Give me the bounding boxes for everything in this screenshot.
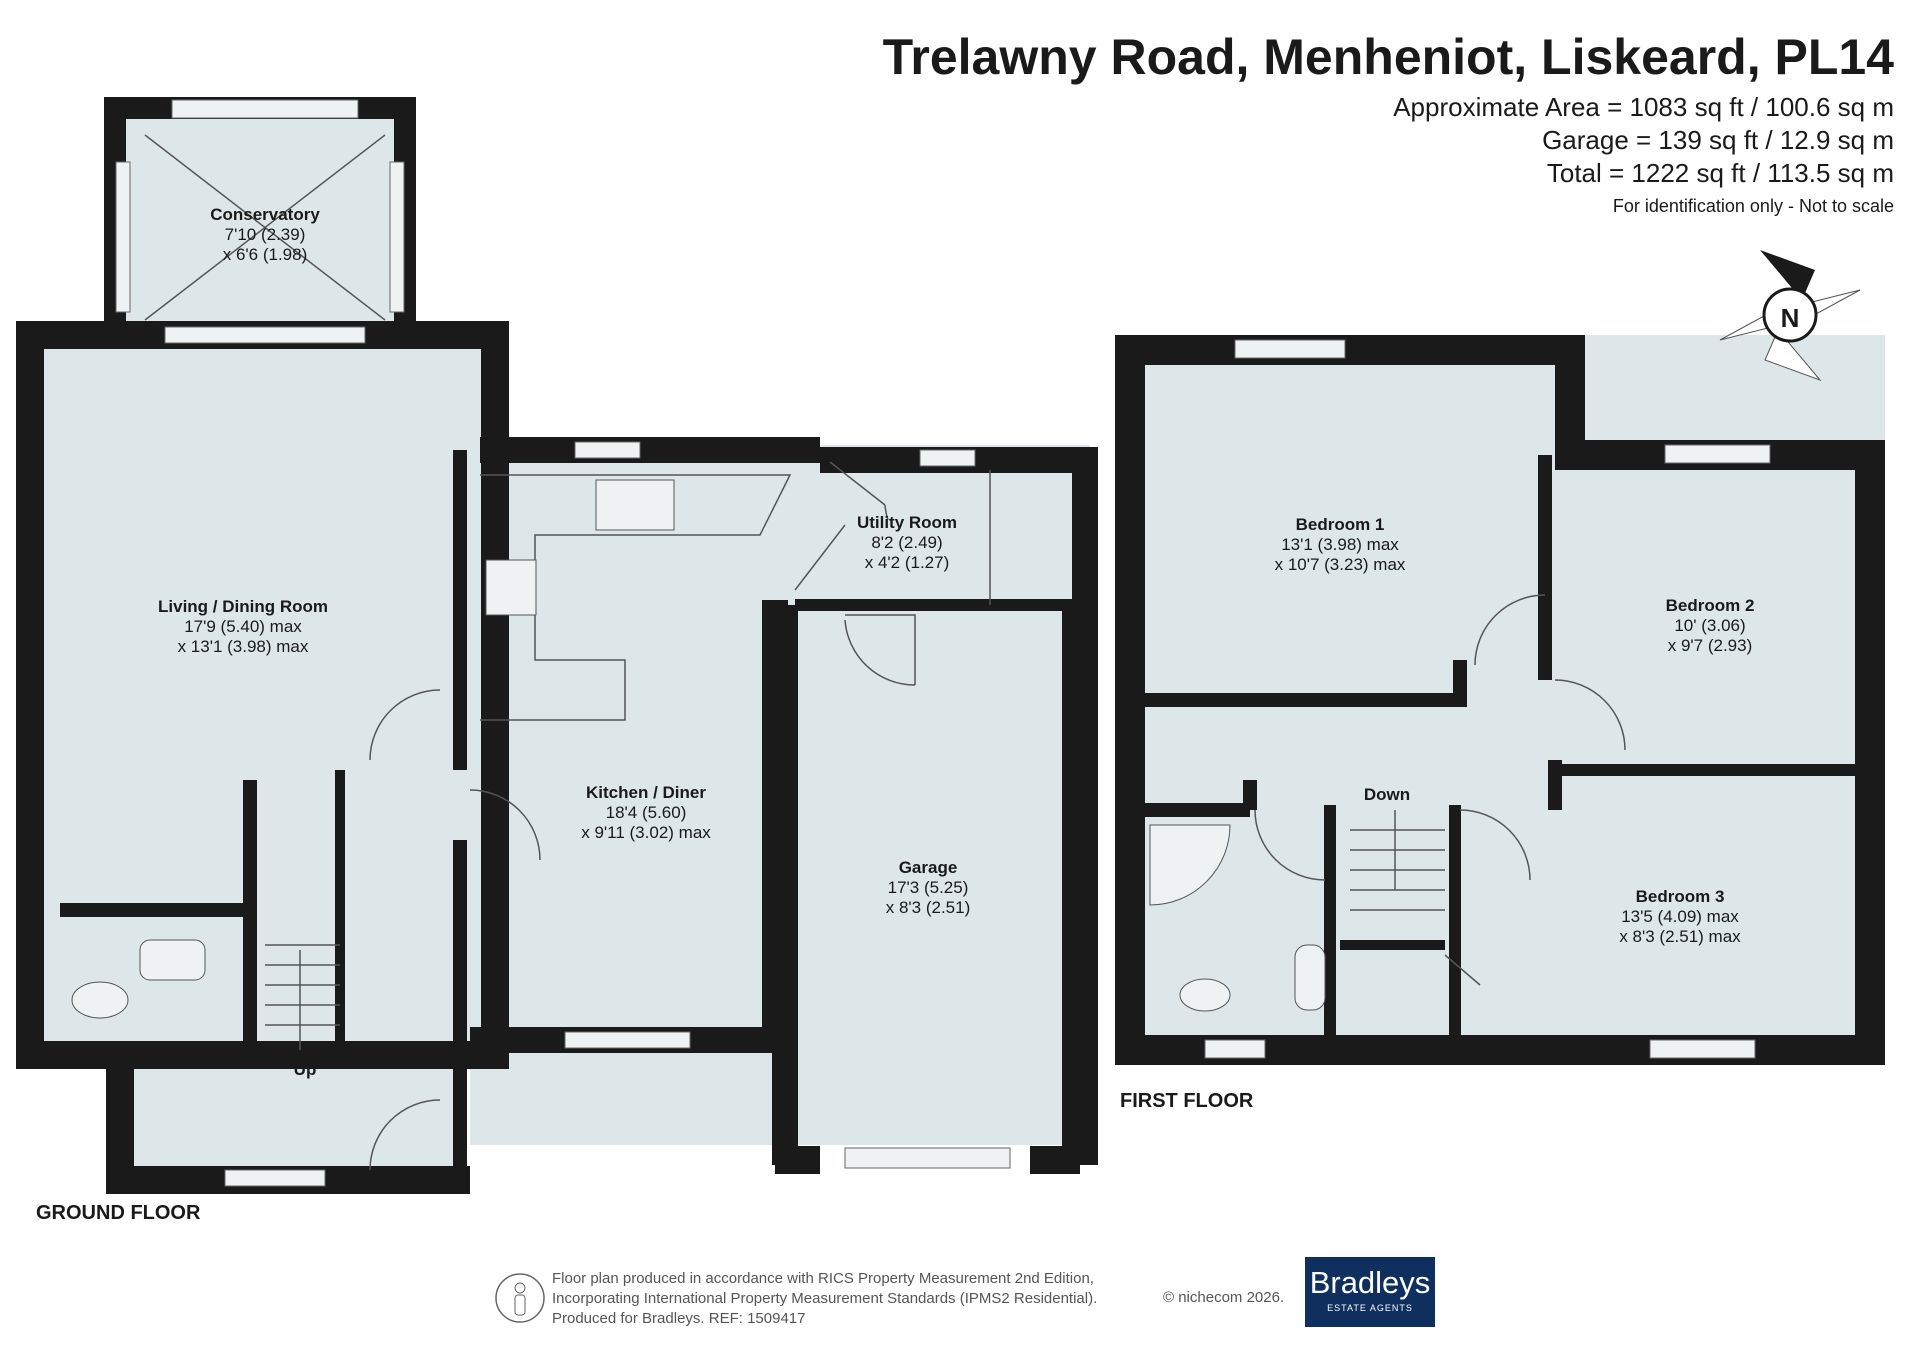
total-area: Total = 1222 sq ft / 113.5 sq m [1546, 158, 1894, 188]
compass-letter: N [1780, 303, 1800, 333]
room-dim: 7'10 (2.39) [224, 225, 306, 244]
footer-text: Floor plan produced in accordance with R… [552, 1269, 1097, 1329]
room-dim: x 13'1 (3.98) max [177, 637, 309, 656]
footer-line: Incorporating International Property Mea… [552, 1290, 1098, 1307]
room-name: Conservatory [210, 205, 320, 224]
room-dim: x 10'7 (3.23) max [1274, 555, 1406, 574]
footer-line: Produced for Bradleys. REF: 1509417 [552, 1310, 806, 1327]
compass-icon [1719, 250, 1861, 382]
logo-sub: ESTATE AGENTS [1327, 1303, 1413, 1313]
room-garage: Garage 17'3 (5.25) x 8'3 (2.51) [886, 858, 971, 918]
room-dim: 8'2 (2.49) [871, 533, 943, 552]
room-living-dining: Living / Dining Room 17'9 (5.40) max x 1… [158, 597, 328, 657]
room-dim: x 9'11 (3.02) max [581, 823, 711, 842]
garage-area: Garage = 139 sq ft / 12.9 sq m [1542, 125, 1894, 155]
room-dim: x 8'3 (2.51) [885, 898, 971, 917]
room-bedroom-3: Bedroom 3 13'5 (4.09) max x 8'3 (2.51) m… [1619, 887, 1740, 947]
room-bedroom-1: Bedroom 1 13'1 (3.98) max x 10'7 (3.23) … [1275, 515, 1406, 575]
room-dim: x 4'2 (1.27) [864, 553, 950, 572]
room-name: Garage [898, 858, 958, 877]
ground-floor-label: GROUND FLOOR [36, 1202, 201, 1224]
room-utility: Utility Room 8'2 (2.49) x 4'2 (1.27) [857, 513, 957, 573]
room-conservatory: Conservatory 7'10 (2.39) x 6'6 (1.98) [210, 205, 320, 265]
room-name: Kitchen / Diner [586, 783, 706, 802]
room-dim: 17'9 (5.40) max [184, 617, 302, 636]
footer-line: Floor plan produced in accordance with R… [552, 1270, 1094, 1287]
room-dim: 13'1 (3.98) max [1281, 535, 1399, 554]
copyright: © nichecom 2026. [1163, 1289, 1285, 1306]
disclaimer: For identification only - Not to scale [1612, 196, 1894, 216]
room-name: Living / Dining Room [158, 597, 328, 616]
approximate-area: Approximate Area = 1083 sq ft / 100.6 sq… [1393, 92, 1894, 122]
room-name: Bedroom 3 [1635, 887, 1725, 906]
room-dim: 17'3 (5.25) [887, 878, 969, 897]
first-floor-label: FIRST FLOOR [1120, 1090, 1254, 1112]
room-dim: x 9'7 (2.93) [1667, 636, 1753, 655]
room-dim: x 8'3 (2.51) max [1619, 927, 1741, 946]
room-dim: 10' (3.06) [1674, 616, 1746, 635]
ground-floor-plan [16, 97, 1098, 1194]
footer-person-icon [495, 1273, 545, 1323]
page-title: Trelawny Road, Menheniot, Liskeard, PL14 [882, 29, 1894, 85]
room-kitchen-diner: Kitchen / Diner 18'4 (5.60) x 9'11 (3.02… [581, 783, 711, 843]
first-floor-plan [1115, 335, 1885, 1065]
room-name: Utility Room [856, 513, 958, 532]
stairs-down-label: Down [1363, 785, 1411, 804]
room-dim: 18'4 (5.60) [605, 803, 687, 822]
logo-name: Bradleys [1309, 1265, 1431, 1300]
room-name: Bedroom 2 [1665, 596, 1755, 615]
stairs-up-label: Up [293, 1060, 317, 1079]
room-dim: x 6'6 (1.98) [222, 245, 308, 264]
room-name: Bedroom 1 [1295, 515, 1385, 534]
room-dim: 13'5 (4.09) max [1621, 907, 1739, 926]
room-bedroom-2: Bedroom 2 10' (3.06) x 9'7 (2.93) [1666, 596, 1755, 656]
bradleys-logo: Bradleys ESTATE AGENTS [1305, 1257, 1435, 1327]
